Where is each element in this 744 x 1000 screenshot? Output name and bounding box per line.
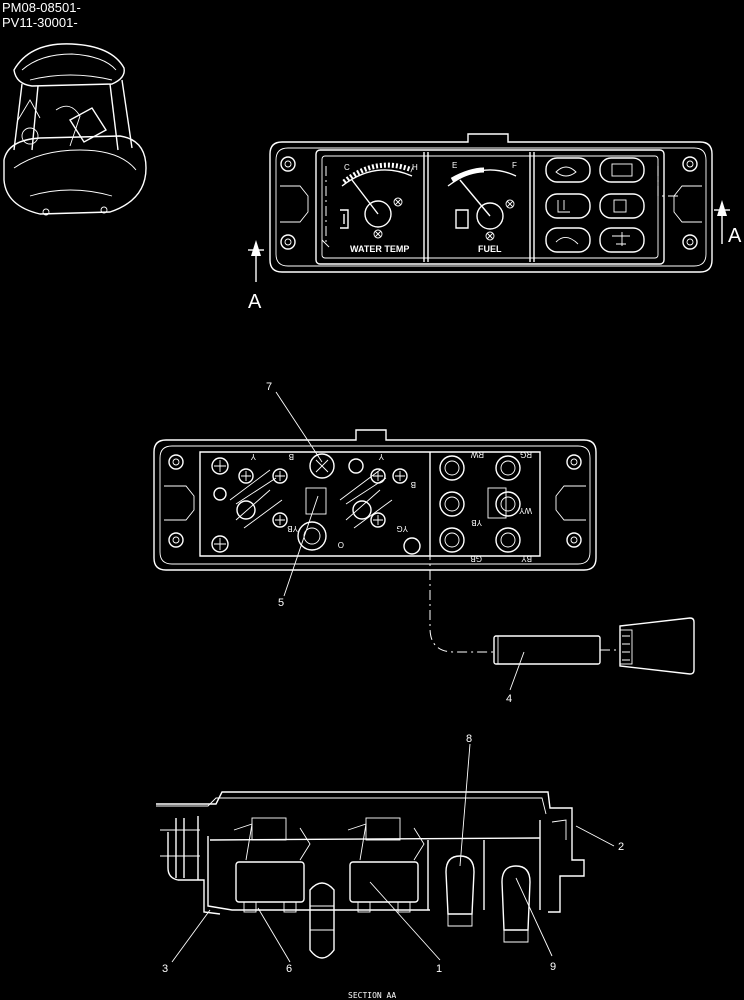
- battery-lamp: [599, 157, 645, 183]
- callouts: 7 5 4 8 2 3 6 1 9: [162, 381, 624, 975]
- section-label-left: A: [248, 291, 262, 313]
- fuel-level-lamp: [599, 193, 645, 219]
- wire-harness: [429, 510, 695, 675]
- wire-code-y2: Y: [378, 452, 384, 461]
- callout-6: 6: [286, 963, 292, 975]
- wire-code-b1: B: [289, 452, 294, 461]
- wire-code-rg: RG: [520, 450, 532, 459]
- section-label-right: A: [728, 225, 742, 247]
- section-aa-view: SECTION AA: [156, 791, 585, 1000]
- callout-9: 9: [550, 961, 556, 973]
- wire-code-wy: WY: [518, 506, 532, 515]
- callout-2: 2: [618, 841, 624, 853]
- section-marker-right: A: [714, 200, 742, 247]
- glow-lamp: [599, 227, 645, 253]
- hydraulic-lamp: [545, 227, 591, 253]
- fuel-empty-label: E: [452, 161, 457, 170]
- model-code-1: PM08-08501-: [2, 0, 81, 15]
- callout-3: 3: [162, 963, 168, 975]
- wire-code-gb: GB: [470, 554, 482, 563]
- callout-8: 8: [466, 733, 472, 745]
- wire-code-o: O: [338, 540, 344, 549]
- model-code-2: PV11-30001-: [2, 15, 78, 30]
- fuel-label: FUEL: [478, 244, 502, 254]
- panel-rear-view: Y B Y B YB YG O RW RG YB WY GB BY: [153, 429, 597, 571]
- wire-code-y1: Y: [250, 452, 256, 461]
- wire-code-by: BY: [521, 554, 532, 563]
- wire-code-rw: RW: [470, 450, 484, 459]
- water-temp-low-label: C: [344, 163, 350, 172]
- section-marker-left: A: [248, 240, 264, 313]
- water-temp-high-label: H: [412, 163, 418, 172]
- section-caption: SECTION AA: [348, 991, 396, 1000]
- callout-1: 1: [436, 963, 442, 975]
- coolant-temp-lamp: [545, 193, 591, 219]
- oil-pressure-lamp: [545, 157, 591, 183]
- water-temp-label: WATER TEMP: [350, 244, 409, 254]
- wire-code-yb1: YB: [287, 524, 298, 533]
- wire-code-yb2: YB: [471, 518, 482, 527]
- wire-code-yg: YG: [396, 524, 408, 533]
- wire-code-b2: B: [411, 480, 416, 489]
- panel-front-view: C H WATER TEMP E F FUEL: [269, 133, 713, 273]
- callout-5: 5: [278, 597, 284, 609]
- callout-4: 4: [506, 693, 512, 705]
- callout-7: 7: [266, 381, 272, 393]
- forklift-thumbnail: [3, 43, 147, 216]
- fuel-full-label: F: [512, 161, 517, 170]
